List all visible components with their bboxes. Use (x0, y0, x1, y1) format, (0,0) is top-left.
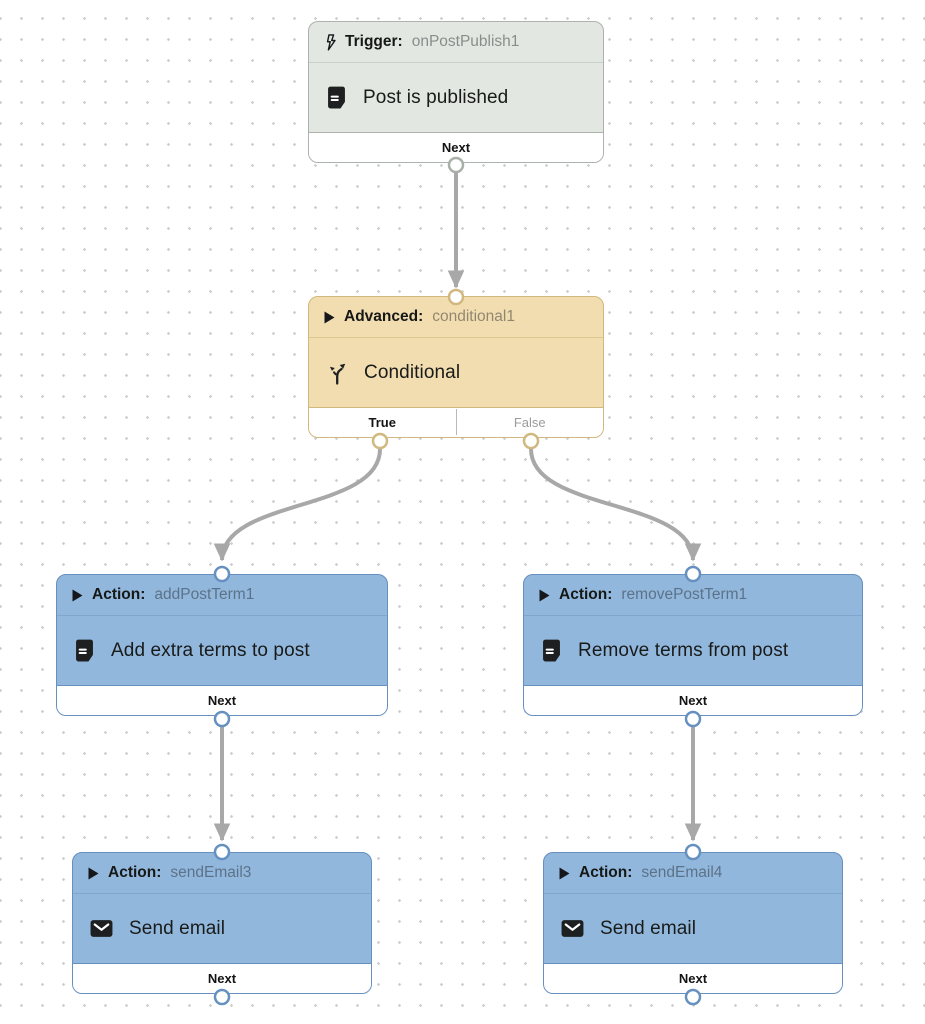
node-kind-label: Trigger: (345, 33, 403, 50)
node-send-email-4[interactable]: Action: sendEmail4 Send email Next (543, 852, 843, 994)
footer-divider (455, 409, 457, 435)
document-icon (72, 638, 97, 663)
port-label-next[interactable]: Next (678, 693, 708, 708)
edge-true-to-action-add (213, 448, 382, 562)
play-icon (324, 311, 335, 324)
port-label-next[interactable]: Next (441, 140, 471, 155)
node-header[interactable]: Action: removePostTerm1 (524, 575, 862, 616)
node-header[interactable]: Action: sendEmail3 (73, 853, 371, 894)
port-label-next[interactable]: Next (207, 693, 237, 708)
node-instance-name: sendEmail3 (170, 864, 252, 881)
port-label-next[interactable]: Next (207, 971, 237, 986)
node-kind-label: Action: (108, 864, 162, 881)
node-kind-label: Action: (579, 864, 633, 881)
node-action-add-post-term[interactable]: Action: addPostTerm1 Add extra terms to … (56, 574, 388, 716)
node-header[interactable]: Trigger: onPostPublish1 (309, 22, 603, 63)
node-footer: Next (73, 963, 371, 993)
node-action-remove-post-term[interactable]: Action: removePostTerm1 Remove terms fro… (523, 574, 863, 716)
node-title: Conditional (364, 361, 461, 383)
document-icon (324, 85, 349, 110)
node-instance-name: sendEmail4 (641, 864, 723, 881)
node-title: Send email (600, 917, 697, 939)
node-instance-name: addPostTerm1 (154, 586, 255, 603)
mail-icon (88, 916, 115, 941)
node-kind-label: Action: (559, 586, 613, 603)
node-body[interactable]: Send email (544, 894, 842, 963)
node-kind-label: Advanced: (344, 308, 424, 325)
node-conditional[interactable]: Advanced: conditional1 Conditional True … (308, 296, 604, 438)
document-icon (539, 638, 564, 663)
port-label-false[interactable]: False (513, 415, 546, 430)
lightning-icon (324, 33, 336, 51)
play-icon (88, 867, 99, 880)
node-body[interactable]: Remove terms from post (524, 616, 862, 685)
node-instance-name: conditional1 (432, 308, 515, 325)
node-body[interactable]: Add extra terms to post (57, 616, 387, 685)
edge-false-to-action-remove (529, 448, 702, 562)
port-label-next[interactable]: Next (678, 971, 708, 986)
node-footer: Next (524, 685, 862, 715)
node-title: Post is published (363, 86, 509, 108)
node-header[interactable]: Action: sendEmail4 (544, 853, 842, 894)
node-footer: True False (309, 407, 603, 437)
play-icon (559, 867, 570, 880)
branch-icon (324, 360, 350, 386)
node-send-email-3[interactable]: Action: sendEmail3 Send email Next (72, 852, 372, 994)
node-title: Remove terms from post (578, 639, 789, 661)
node-trigger[interactable]: Trigger: onPostPublish1 Post is publishe… (308, 21, 604, 163)
port-label-true[interactable]: True (368, 415, 396, 430)
node-kind-label: Action: (92, 586, 146, 603)
node-header[interactable]: Action: addPostTerm1 (57, 575, 387, 616)
node-footer: Next (57, 685, 387, 715)
node-body[interactable]: Conditional (309, 338, 603, 407)
play-icon (539, 589, 550, 602)
node-footer: Next (544, 963, 842, 993)
node-title: Add extra terms to post (111, 639, 310, 661)
play-icon (72, 589, 83, 602)
mail-icon (559, 916, 586, 941)
node-body[interactable]: Post is published (309, 63, 603, 132)
node-footer: Next (309, 132, 603, 162)
node-body[interactable]: Send email (73, 894, 371, 963)
node-instance-name: onPostPublish1 (411, 33, 520, 50)
node-instance-name: removePostTerm1 (621, 586, 748, 603)
node-header[interactable]: Advanced: conditional1 (309, 297, 603, 338)
node-title: Send email (129, 917, 226, 939)
